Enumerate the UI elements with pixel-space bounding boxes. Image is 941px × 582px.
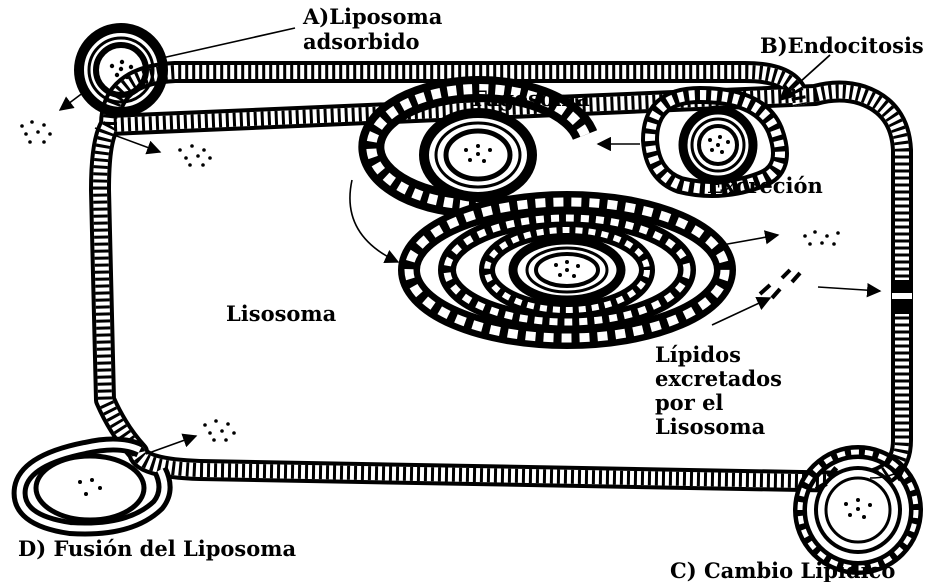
label-lipidos-2: excretados: [655, 366, 782, 391]
lipid-exchange-liposome: [800, 452, 916, 568]
label-excrecion: Excreción: [707, 173, 823, 198]
arrow-to-liposome-a: [162, 28, 295, 58]
label-fusion-d: D) Fusión del Liposoma: [18, 536, 296, 561]
label-lipidos-4: Lisosoma: [655, 414, 766, 439]
arrow-to-membrane: [818, 287, 880, 291]
label-lipidos-3: por el: [655, 390, 723, 415]
arrow-release-a: [60, 92, 84, 110]
arrow-fusion-release: [146, 436, 196, 454]
label-liposoma-a-1: A)Liposoma: [302, 4, 443, 29]
lisosoma: [409, 202, 725, 338]
label-fagosoma: Fagosoma: [472, 86, 590, 111]
label-lisosoma: Lisosoma: [226, 301, 337, 326]
lipid-fragments: [760, 270, 800, 298]
excreted-lipids: [803, 230, 840, 246]
fusion-released-lipids: [203, 419, 236, 442]
arrow-lisosoma-excrecion: [722, 235, 778, 245]
label-cambio-c: C) Cambio Lipídico: [670, 558, 895, 582]
label-liposoma-a-2: adsorbido: [303, 29, 420, 54]
label-lipidos-1: Lípidos: [655, 342, 741, 367]
label-endocitosis-b: B)Endocitosis: [760, 33, 924, 58]
